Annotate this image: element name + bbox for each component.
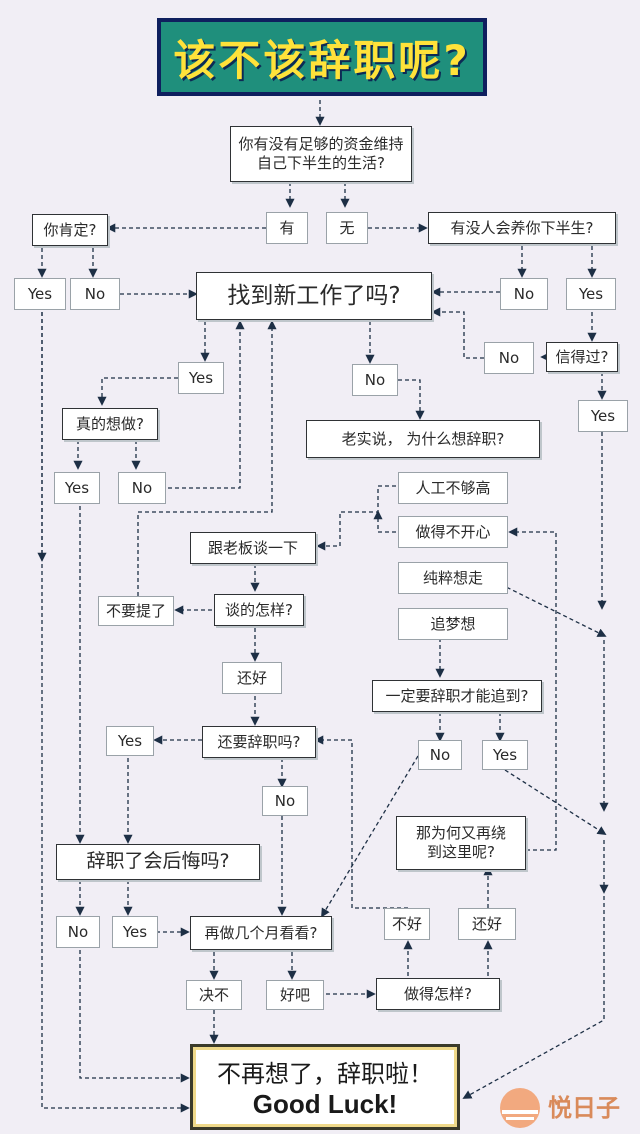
node-r-dream: 追梦想 [398, 608, 508, 640]
edge-no-honest [398, 379, 425, 420]
node-q-loop: 那为何又再绕 到这里呢? [396, 816, 526, 870]
node-a-ok2: 还好 [458, 908, 516, 940]
node-a-ok1: 还好 [222, 662, 282, 694]
edge-trustno-newjob [431, 307, 484, 359]
node-q-regret: 辞职了会后悔吗? [56, 844, 260, 880]
node-q-sure: 你肯定? [32, 214, 108, 246]
edge-regretno-final [79, 950, 190, 1083]
node-a-bad: 不好 [384, 908, 430, 940]
node-a-have: 有 [266, 212, 308, 244]
node-q-wantdo: 真的想做? [62, 408, 158, 440]
edge-salary-talkboss [316, 485, 396, 551]
node-a-support-no: No [500, 278, 548, 310]
node-q-stillquit: 还要辞职吗? [202, 726, 316, 758]
node-a-fine: 好吧 [266, 980, 324, 1010]
node-a-trust-no: No [484, 342, 534, 374]
edge-yes-wantdo [97, 377, 178, 406]
chart-title-text: 该不该辞职呢? [173, 35, 471, 85]
node-a-noway: 决不 [186, 980, 242, 1010]
node-a-none: 无 [326, 212, 368, 244]
node-q-funds: 你有没有足够的资金维持 自己下半生的生活? [230, 126, 412, 182]
node-q-support: 有没人会养你下半生? [428, 212, 616, 244]
sun-logo-watermark: 悦日子 [500, 1088, 620, 1128]
edge-loop-unhappy [508, 527, 557, 851]
node-q-mustquit: 一定要辞职才能追到? [372, 680, 542, 712]
edge-dontmention-newjob [137, 320, 277, 596]
node-a-sure-yes: Yes [14, 278, 66, 310]
node-a-sure-no: No [70, 278, 120, 310]
node-q-howtalk: 谈的怎样? [214, 594, 304, 626]
final-line2: Good Luck! [252, 1089, 398, 1119]
node-a-still-no: No [262, 786, 308, 816]
node-q-honest: 老实说， 为什么想辞职? [306, 420, 540, 458]
node-a-newjob-no: No [352, 364, 398, 396]
node-a-support-yes: Yes [566, 278, 616, 310]
edge-mustno-fewmonths [321, 755, 419, 918]
node-a-must-no: No [418, 740, 462, 770]
node-r-salary: 人工不够高 [398, 472, 508, 504]
node-a-still-yes: Yes [106, 726, 154, 756]
edge-wantno-newjob [168, 320, 245, 489]
edge-bad-stillquit [314, 735, 408, 909]
edge-mustyes-right [504, 769, 607, 835]
edge-unhappy-talkboss [373, 510, 396, 533]
node-a-newjob-yes: Yes [178, 362, 224, 394]
node-q-trust: 信得过? [546, 342, 618, 372]
node-a-regret-no: No [56, 916, 100, 948]
node-a-want-yes: Yes [54, 472, 100, 504]
node-r-justleave: 纯粹想走 [398, 562, 508, 594]
node-final: 不再想了，辞职啦！ Good Luck! [190, 1044, 460, 1130]
node-q-howdo: 做得怎样? [376, 978, 500, 1010]
chart-title: 该不该辞职呢? [157, 18, 487, 96]
node-q-fewmonths: 再做几个月看看? [190, 916, 332, 950]
node-r-unhappy: 做得不开心 [398, 516, 508, 548]
node-a-want-no: No [118, 472, 166, 504]
node-q-newjob: 找到新工作了吗? [196, 272, 432, 320]
svg-text:悦日子: 悦日子 [548, 1093, 620, 1122]
node-a-must-yes: Yes [482, 740, 528, 770]
node-a-trust-yes: Yes [578, 400, 628, 432]
node-a-dontmention: 不要提了 [98, 596, 174, 626]
node-q-talkboss: 跟老板谈一下 [190, 532, 316, 564]
final-line1: 不再想了，辞职啦！ [217, 1060, 433, 1088]
node-a-regret-yes: Yes [112, 916, 158, 948]
